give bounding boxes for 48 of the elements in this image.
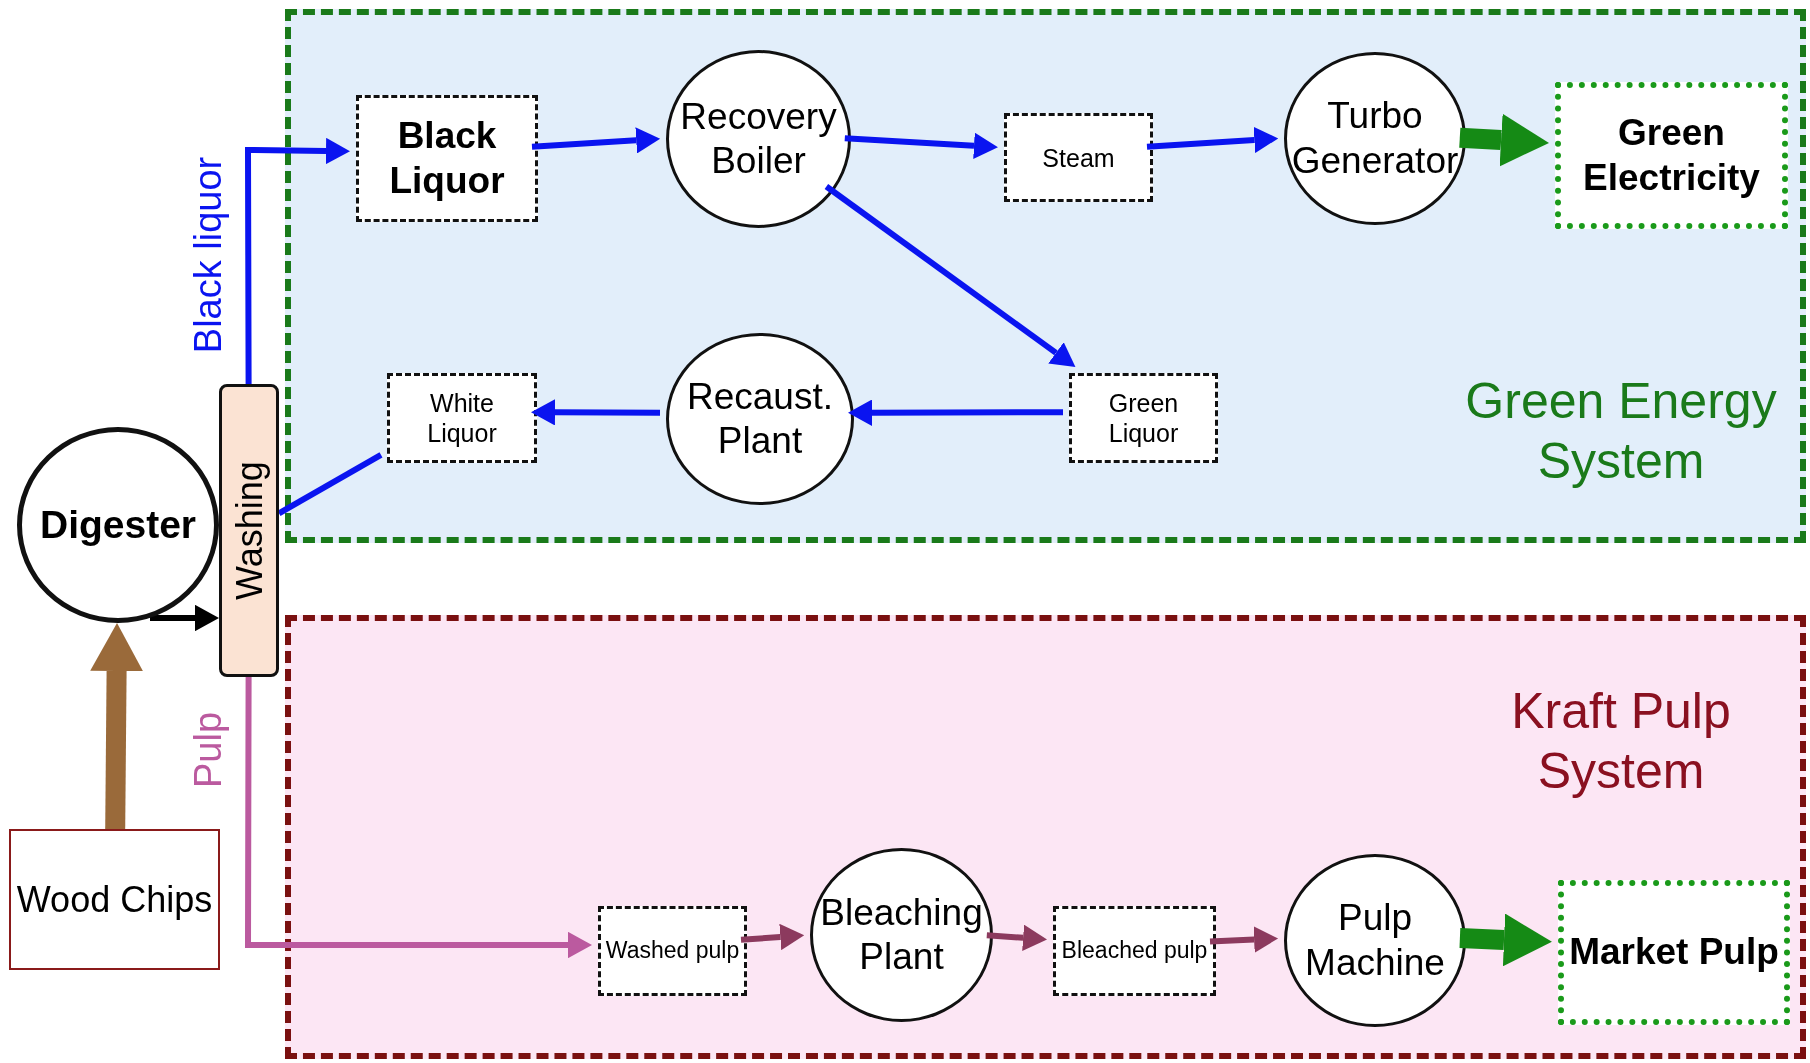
arrow <box>844 132 998 159</box>
node-label: Bleached pulp <box>1060 937 1209 965</box>
arrow <box>245 137 350 384</box>
region-title: Kraft Pulp System <box>1510 682 1732 801</box>
node-label: Turbo Generator <box>1290 94 1460 183</box>
node-label: Steam <box>1041 142 1116 173</box>
node-label: Bleaching Plant <box>819 890 984 979</box>
node-label: Green Electricity <box>1582 111 1761 200</box>
region-title: Green Energy System <box>1464 372 1778 491</box>
arrow <box>1146 126 1279 154</box>
connector-line <box>277 452 383 516</box>
node-label: Digester <box>39 501 197 548</box>
stream-box <box>1004 113 1153 202</box>
stream-box <box>356 95 538 222</box>
product-box <box>1558 880 1790 1025</box>
arrow <box>1459 913 1552 967</box>
node-label: Market Pulp <box>1569 930 1779 975</box>
stream-box <box>387 373 537 463</box>
arrow <box>90 623 143 830</box>
washing-unit <box>219 384 279 677</box>
arrow <box>986 924 1048 951</box>
node-label: Black Liquor <box>388 114 506 203</box>
arrow <box>531 127 661 154</box>
edge-label: Black liquor <box>186 156 230 354</box>
stream-box <box>598 906 747 996</box>
arrow <box>848 399 1063 426</box>
arrow <box>1209 926 1279 953</box>
arrow <box>245 677 592 959</box>
arrow <box>150 604 219 632</box>
node-label: Washing <box>227 461 271 600</box>
product-box <box>1555 82 1788 229</box>
arrow <box>531 399 660 426</box>
stream-box <box>1069 373 1218 463</box>
input-box <box>9 829 220 970</box>
node-label: Washed pulp <box>604 937 741 965</box>
node-label: Green Liquor <box>1107 388 1180 448</box>
node-label: Recovery Boiler <box>679 94 838 183</box>
stream-box <box>1053 906 1216 996</box>
arrow <box>740 923 805 951</box>
arrow <box>1459 113 1549 167</box>
node-label: White Liquor <box>426 388 498 448</box>
system-region <box>285 615 1806 1059</box>
node-label: Wood Chips <box>16 877 213 922</box>
node-label: Recaust. Plant <box>686 374 834 463</box>
node-label: Pulp Machine <box>1304 896 1446 985</box>
arrow <box>824 184 1076 367</box>
system-region <box>285 9 1806 543</box>
edge-label: Pulp <box>186 711 230 789</box>
